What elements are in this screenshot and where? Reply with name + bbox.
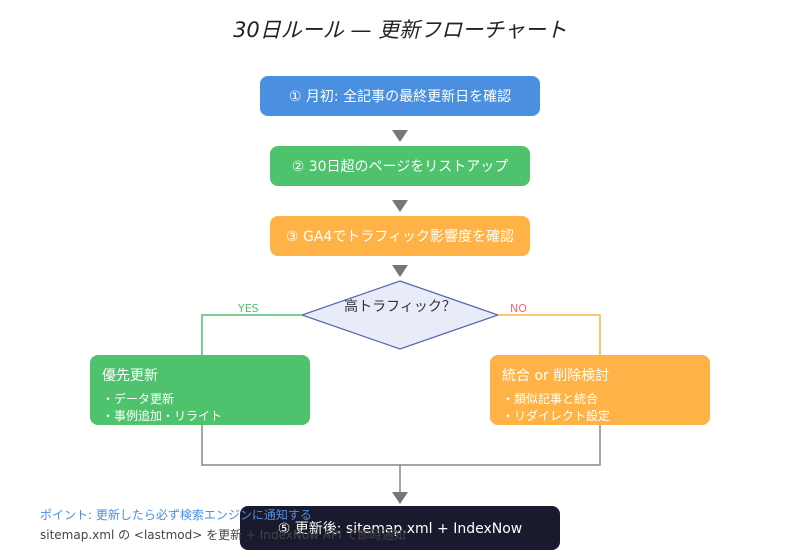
no-label: NO (510, 302, 527, 315)
yes-box-item: ・事例追加・リライト (102, 409, 223, 423)
step-3-box: ③ GA4でトラフィック影響度を確認 (270, 216, 530, 256)
yes-box-item: ・データ更新 (102, 392, 175, 406)
final-label: ⑤ 更新後: sitemap.xml + IndexNow (277, 521, 523, 537)
arrow-3 (392, 265, 408, 277)
step-3-label: ③ GA4でトラフィック影響度を確認 (285, 229, 515, 245)
step-1-box: ① 月初: 全記事の最終更新日を確認 (260, 76, 540, 116)
yes-box-title: 優先更新 (102, 368, 158, 384)
no-box-item: ・類似記事と統合 (502, 392, 599, 406)
no-branch-line (498, 314, 601, 355)
step-2-box: ② 30日超のページをリストアップ (270, 146, 530, 186)
note-line-1: ポイント: 更新したら必ず検索エンジンに通知する (40, 508, 312, 522)
no-box: 統合 or 削除検討 ・類似記事と統合 ・リダイレクト設定 (490, 355, 710, 425)
no-box-title: 統合 or 削除検討 (502, 368, 610, 384)
no-box-item: ・リダイレクト設定 (502, 409, 611, 423)
page-title: 30日ルール — 更新フローチャート (233, 18, 567, 42)
note-line-2: sitemap.xml の <lastmod> を更新 + IndexNow A… (40, 528, 406, 542)
yes-branch-line (201, 314, 302, 355)
decision-diamond (300, 280, 500, 350)
yes-label: YES (238, 302, 259, 315)
final-box (240, 506, 560, 550)
arrow-1 (392, 130, 408, 142)
merge-line (201, 425, 601, 466)
arrow-4 (392, 492, 408, 504)
decision-label: 高トラフィック？ (344, 299, 456, 315)
yes-box: 優先更新 ・データ更新 ・事例追加・リライト (90, 355, 310, 425)
arrow-2 (392, 200, 408, 212)
step-2-label: ② 30日超のページをリストアップ (291, 159, 509, 175)
step-1-label: ① 月初: 全記事の最終更新日を確認 (288, 89, 512, 105)
